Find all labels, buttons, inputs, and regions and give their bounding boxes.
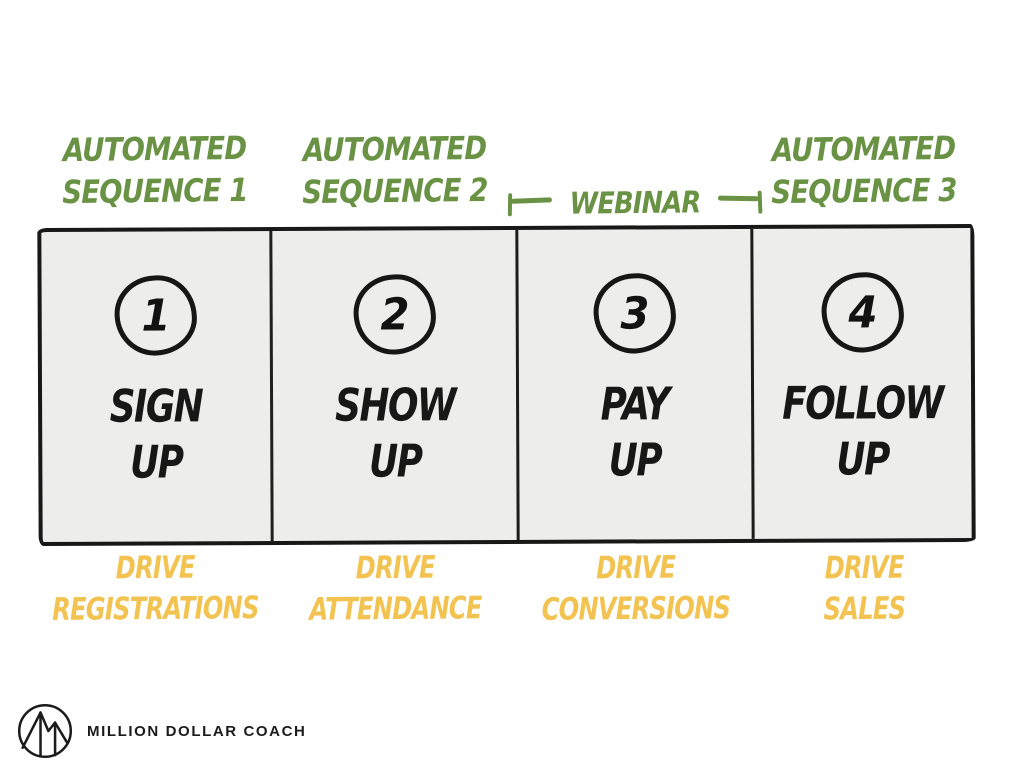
footer-brand: MILLION DOLLAR COACH	[17, 703, 306, 759]
step-number: 2	[380, 288, 409, 341]
drive-conversions-label: DRIVE CONVERSIONS	[541, 549, 730, 628]
drive-sales-label: DRIVE SALES	[823, 549, 905, 628]
step-4-follow-up: 4 FOLLOW UP	[753, 228, 971, 539]
step-4-label: FOLLOW UP	[782, 376, 943, 486]
step-1-number-circle-icon: 1	[112, 273, 199, 358]
automated-sequence-3-label: AUTOMATED SEQUENCE 3	[771, 128, 958, 211]
automated-sequence-1-label: AUTOMATED SEQUENCE 1	[62, 128, 249, 211]
step-number: 4	[848, 286, 877, 339]
mountain-peaks-circle-logo-icon	[17, 703, 73, 759]
webinar-span-label: WEBINAR	[508, 185, 763, 223]
drive-registrations-label: DRIVE REGISTRATIONS	[51, 549, 259, 628]
automated-sequence-2-label: AUTOMATED SEQUENCE 2	[302, 128, 489, 211]
brand-name: MILLION DOLLAR COACH	[87, 722, 307, 740]
step-2-label: SHOW UP	[334, 378, 455, 488]
webinar-span-bracket-right-icon	[718, 190, 763, 214]
funnel-box: 1 SIGN UP 2 SHOW UP 3 PAY UP	[37, 223, 976, 547]
webinar-label: WEBINAR	[569, 185, 702, 222]
step-1-sign-up: 1 SIGN UP	[41, 231, 274, 543]
step-4-number-circle-icon: 4	[818, 270, 906, 355]
webinar-span-bracket-left-icon	[508, 193, 553, 217]
step-number: 3	[620, 287, 649, 340]
bottom-labels-row: DRIVE REGISTRATIONS DRIVE ATTENDANCE DRI…	[38, 548, 975, 638]
step-2-number-circle-icon: 2	[350, 272, 438, 357]
top-labels-row: AUTOMATED SEQUENCE 1 AUTOMATED SEQUENCE …	[38, 118, 975, 221]
drive-attendance-label: DRIVE ATTENDANCE	[308, 549, 482, 628]
step-3-pay-up: 3 PAY UP	[518, 228, 755, 540]
step-2-show-up: 2 SHOW UP	[272, 229, 520, 542]
step-1-label: SIGN UP	[109, 379, 203, 489]
step-3-label: PAY UP	[600, 377, 670, 487]
step-3-number-circle-icon: 3	[591, 271, 678, 356]
step-number: 1	[141, 289, 170, 342]
